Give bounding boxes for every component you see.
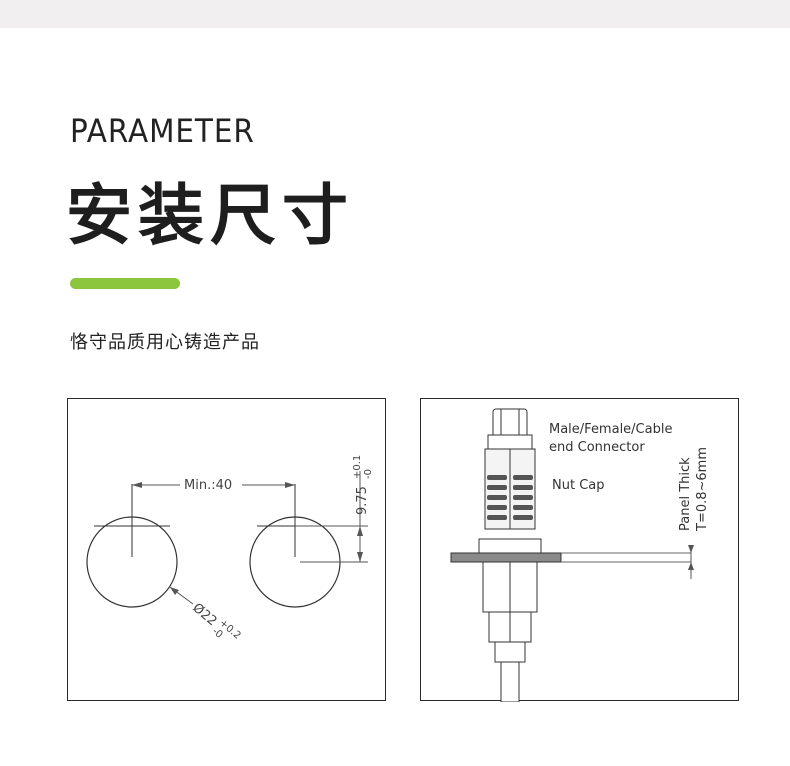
connector-lower-body (482, 561, 538, 702)
offset-tol-upper: +0.1 (352, 455, 363, 479)
connector-mounting-panel: Male/Female/Cable end Connector Nut Cap … (420, 398, 739, 702)
offset-label: 9.75 (355, 486, 370, 515)
spacing-label: Min.:40 (184, 478, 232, 493)
nut-ribs (487, 475, 533, 520)
panel-thick-label-line1: Panel Thick (678, 457, 693, 531)
connector-body (484, 408, 536, 530)
tagline: 恪守品质用心铸造产品 (70, 332, 260, 353)
spacing-label-bg (180, 476, 242, 493)
hole-dimension-panel: Min.:40 9.75 +0.1 -0 Ø22 +0.2 -0 (67, 398, 386, 701)
connector-label-line1: Male/Female/Cable (549, 422, 672, 437)
accent-bar (70, 278, 180, 289)
top-band (0, 0, 790, 28)
nut-cap-label: Nut Cap (552, 478, 605, 493)
section-title-zh: 安装尺寸 (66, 177, 354, 254)
offset-arrow-bottom (357, 552, 363, 562)
diameter-arrow (170, 587, 179, 595)
offset-tol-lower: -0 (363, 469, 374, 479)
panel-plate (450, 552, 562, 563)
panel-thick-label-line2: T=0.8~6mm (695, 447, 710, 532)
section-title-en: PARAMETER (70, 112, 255, 150)
connector-mounting-drawing: Male/Female/Cable end Connector Nut Cap … (450, 408, 710, 702)
connector-flange (478, 538, 542, 554)
panel-thickness-arrow-bottom (688, 562, 694, 570)
spacing-arrow-left (132, 482, 142, 488)
offset-arrow-top (357, 526, 363, 536)
panel-thickness-arrow-top (688, 545, 694, 553)
spacing-arrow-right (285, 482, 295, 488)
hole-dimension-drawing: Min.:40 9.75 +0.1 -0 Ø22 +0.2 -0 (86, 455, 374, 642)
connector-label-line2: end Connector (549, 440, 645, 455)
diameter-label: Ø22 (189, 601, 219, 630)
